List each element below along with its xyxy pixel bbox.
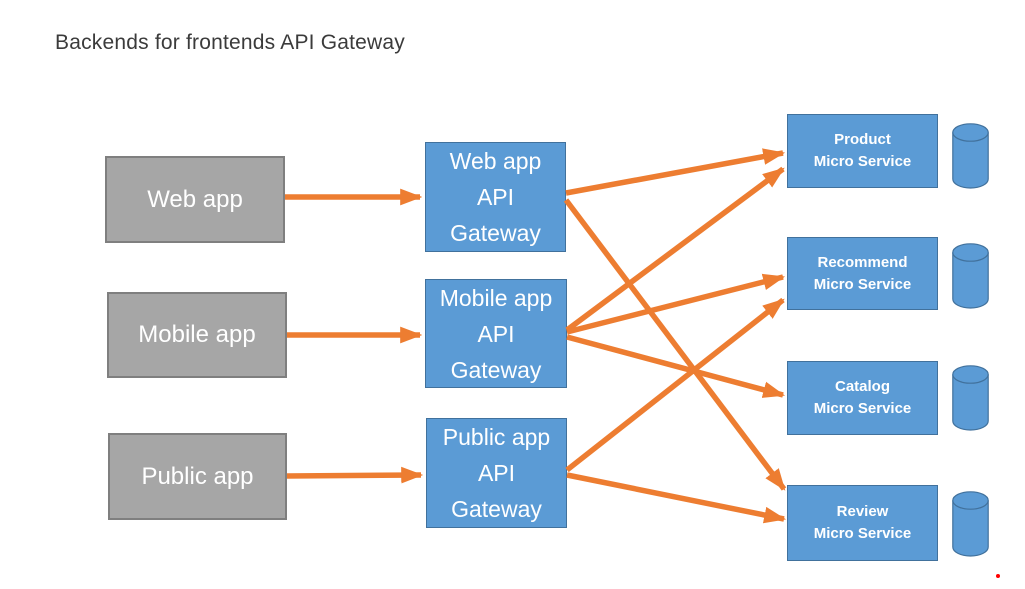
node-web-app: Web app [105, 156, 285, 243]
arrow-public-app-gateway-to-recommend-micro-service [565, 297, 785, 473]
red-dot-artifact [996, 574, 1000, 578]
node-catalog-micro-service: Catalog Micro Service [787, 361, 938, 435]
node-public-app-api-gateway: Public app API Gateway [426, 418, 567, 528]
node-mobile-app-api-gateway: Mobile app API Gateway [425, 279, 567, 388]
product-database-cylinder-icon [952, 123, 989, 189]
node-review-micro-service: Review Micro Service [787, 485, 938, 561]
diagram-title: Backends for frontends API Gateway [55, 31, 405, 54]
arrow-mobile-app-gateway-to-recommend-micro-service [566, 273, 786, 335]
node-mobile-app: Mobile app [107, 292, 287, 378]
arrow-web-app-gateway-to-review-micro-service [563, 198, 787, 491]
node-recommend-micro-service: Recommend Micro Service [787, 237, 938, 310]
catalog-database-cylinder-icon [952, 365, 989, 431]
review-database-cylinder-icon [952, 491, 989, 557]
arrow-public-app-to-public-app-gateway [286, 466, 424, 484]
node-product-micro-service: Product Micro Service [787, 114, 938, 188]
node-web-app-api-gateway: Web app API Gateway [425, 142, 566, 252]
arrow-public-app-gateway-to-review-micro-service [566, 472, 787, 524]
recommend-database-cylinder-icon [952, 243, 989, 309]
arrow-mobile-app-gateway-to-catalog-micro-service [566, 334, 786, 398]
arrow-web-app-gateway-to-product-micro-service [565, 148, 786, 196]
node-public-app: Public app [108, 433, 287, 520]
arrow-mobile-app-gateway-to-product-micro-service [565, 166, 785, 333]
